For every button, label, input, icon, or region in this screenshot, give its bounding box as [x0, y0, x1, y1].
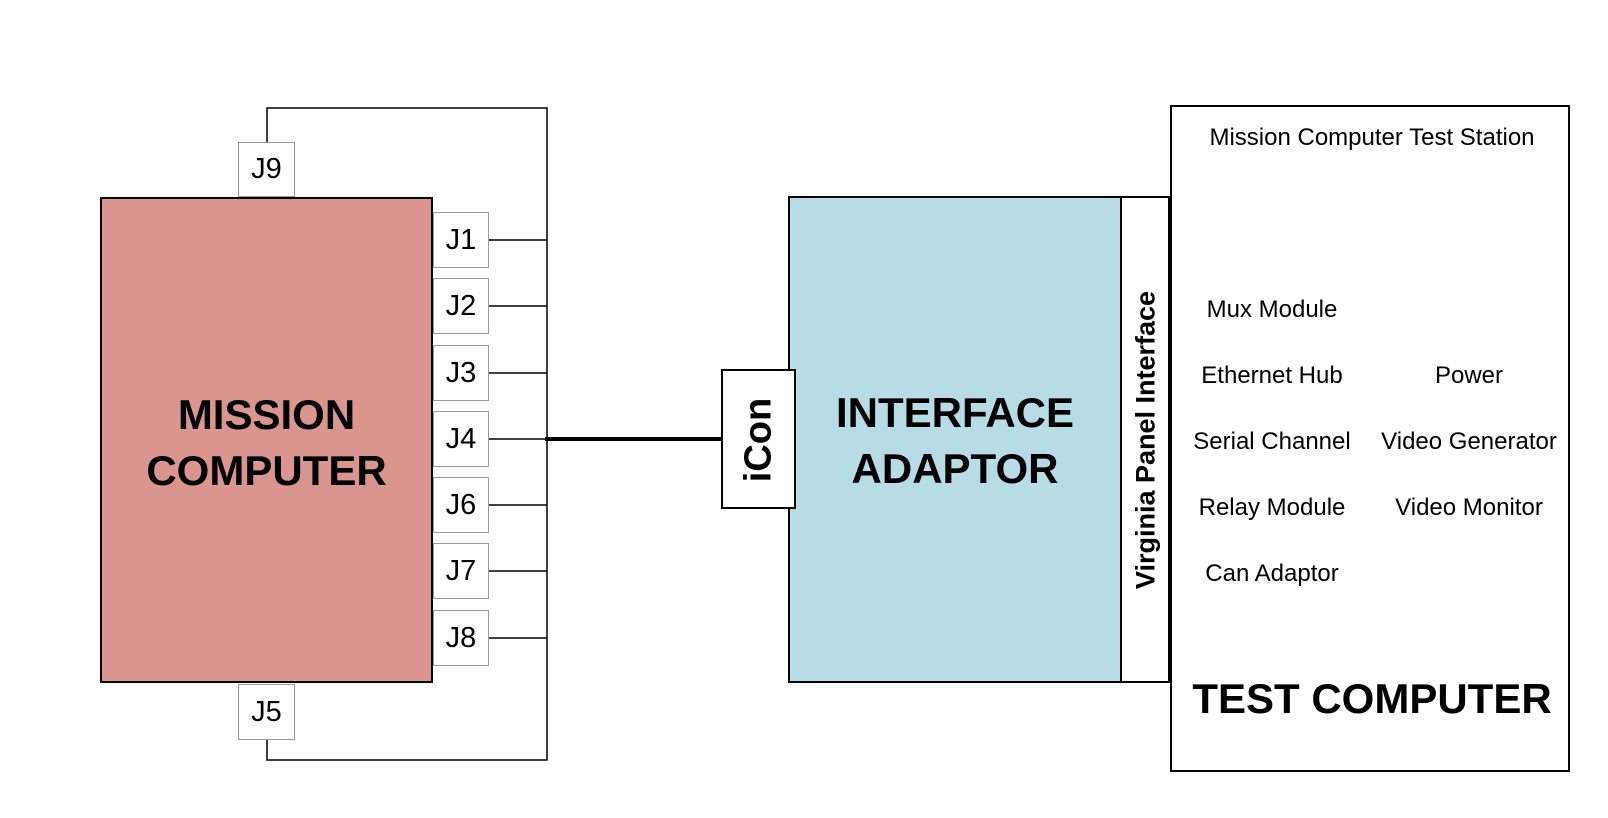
test-computer-box: Mission Computer Test Station Mux Module… — [1170, 105, 1570, 772]
module-ethernet-hub: Ethernet Hub — [1201, 362, 1343, 389]
test-computer-label: TEST COMPUTER — [1192, 675, 1552, 722]
connector-j8: J8 — [433, 610, 489, 666]
virginia-panel-interface-box: Virginia Panel Interface — [1120, 196, 1170, 683]
mission-computer-label-line2: COMPUTER — [146, 447, 387, 494]
connector-j9: J9 — [238, 142, 295, 197]
icon-connector-box: iCon — [721, 369, 796, 509]
module-video-generator: Video Generator — [1381, 428, 1557, 455]
interface-adaptor-box: INTERFACE ADAPTOR — [788, 196, 1122, 683]
connector-j4: J4 — [433, 411, 489, 467]
module-relay: Relay Module — [1198, 494, 1346, 521]
harness-loop-line — [266, 107, 548, 761]
interface-adaptor-label: INTERFACE ADAPTOR — [790, 385, 1120, 497]
module-video-monitor: Video Monitor — [1395, 494, 1543, 521]
virginia-panel-interface-label: Virginia Panel Interface — [1130, 290, 1161, 590]
icon-connector-label: iCon — [737, 397, 780, 483]
connector-j5: J5 — [238, 684, 295, 740]
connector-j3: J3 — [433, 345, 489, 401]
module-serial-channel: Serial Channel — [1193, 428, 1351, 455]
interface-adaptor-label-line2: ADAPTOR — [851, 445, 1059, 492]
mission-computer-box: MISSION COMPUTER — [100, 197, 433, 683]
interface-adaptor-label-line1: INTERFACE — [835, 389, 1074, 436]
module-mux: Mux Module — [1206, 296, 1338, 323]
test-station-title: Mission Computer Test Station — [1209, 124, 1535, 151]
connector-j1: J1 — [433, 212, 489, 268]
mission-computer-label-line1: MISSION — [177, 391, 356, 438]
connector-j6: J6 — [433, 477, 489, 533]
connector-j7: J7 — [433, 543, 489, 599]
module-can-adaptor: Can Adaptor — [1205, 560, 1339, 587]
mission-computer-label: MISSION COMPUTER — [102, 387, 431, 499]
module-power: Power — [1434, 362, 1504, 389]
connector-j2: J2 — [433, 278, 489, 334]
